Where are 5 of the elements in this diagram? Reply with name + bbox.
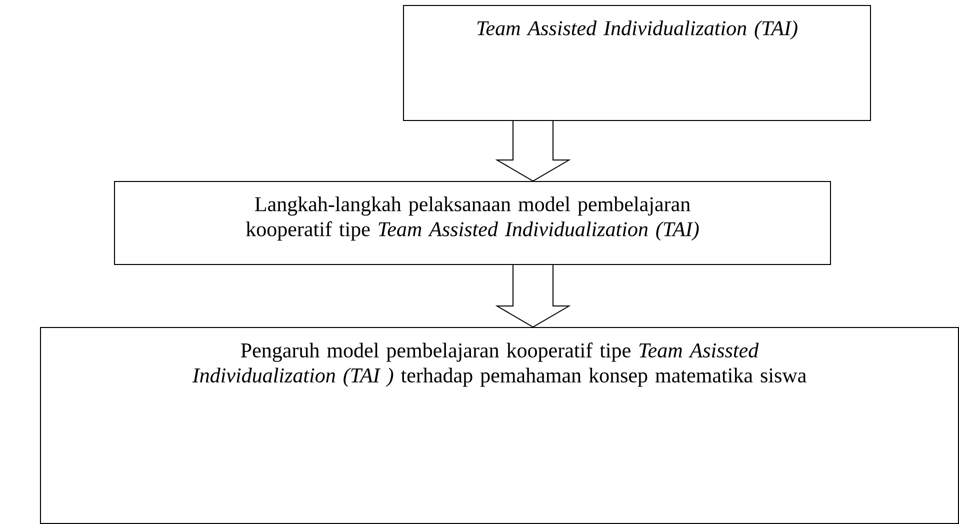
block-arrow: [495, 120, 571, 182]
process-box: Langkah-langkah pelaksanaan model pembelajaran kooperatif tipe Team Assisted Individualization (TAI): [114, 181, 831, 265]
block-arrow: [495, 264, 571, 328]
process-box: Team Assisted Individualization (TAI): [403, 5, 871, 121]
process-box: Pengaruh model pembelajaran kooperatif tipe Team Asissted Individualization (TAI ) terhadap pemahaman konsep matematika siswa: [40, 327, 959, 524]
